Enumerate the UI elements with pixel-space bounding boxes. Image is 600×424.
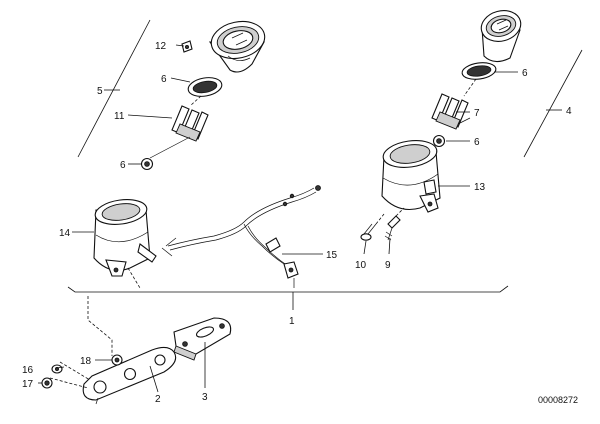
label-6-nut-right: 6 bbox=[474, 137, 480, 148]
group-bracket-4 bbox=[523, 49, 583, 158]
bulb-holder-left bbox=[149, 105, 209, 159]
nut-right bbox=[432, 134, 446, 148]
ring-left bbox=[187, 77, 223, 97]
label-14: 14 bbox=[59, 228, 71, 239]
gauge-right bbox=[480, 10, 522, 63]
bracket-arm-2 bbox=[82, 346, 177, 405]
nut-18 bbox=[111, 354, 123, 366]
group-bracket-1 bbox=[67, 285, 509, 310]
housing-left bbox=[93, 199, 157, 277]
gauge-left bbox=[208, 20, 266, 73]
diagram-code: 00008272 bbox=[538, 395, 578, 405]
label-6-ring-left: 6 bbox=[161, 74, 167, 85]
callout-labels: 12 6 5 11 6 14 6 4 7 6 13 15 10 9 1 18 1… bbox=[22, 41, 578, 405]
label-7: 7 bbox=[474, 108, 480, 119]
label-5: 5 bbox=[97, 86, 103, 97]
leader-lines bbox=[38, 44, 518, 393]
wiring-harness bbox=[161, 185, 321, 288]
label-6-nut-left: 6 bbox=[120, 160, 126, 171]
assembly-dash-lines bbox=[49, 78, 477, 389]
label-12: 12 bbox=[155, 41, 167, 52]
label-6-ring-right: 6 bbox=[522, 68, 528, 79]
screw-10 bbox=[360, 213, 385, 241]
label-10: 10 bbox=[355, 260, 367, 271]
group-bracket-5 bbox=[77, 19, 151, 158]
ring-right bbox=[461, 62, 497, 80]
label-16: 16 bbox=[22, 365, 34, 376]
label-9: 9 bbox=[385, 260, 391, 271]
housing-right bbox=[381, 140, 441, 213]
label-15: 15 bbox=[326, 250, 338, 261]
label-18: 18 bbox=[80, 356, 92, 367]
label-4: 4 bbox=[566, 106, 572, 117]
label-11: 11 bbox=[114, 111, 125, 122]
label-1: 1 bbox=[289, 316, 295, 327]
screw-9 bbox=[384, 207, 405, 241]
clip-left bbox=[181, 40, 193, 53]
label-2: 2 bbox=[155, 394, 161, 405]
washer-16 bbox=[51, 364, 63, 374]
nut-left bbox=[140, 157, 154, 171]
mount-plate-3 bbox=[173, 317, 232, 361]
label-3: 3 bbox=[202, 392, 208, 403]
bulb-holder-right bbox=[431, 93, 471, 130]
label-17: 17 bbox=[22, 379, 34, 390]
nut-17 bbox=[41, 377, 53, 389]
label-13: 13 bbox=[474, 182, 486, 193]
